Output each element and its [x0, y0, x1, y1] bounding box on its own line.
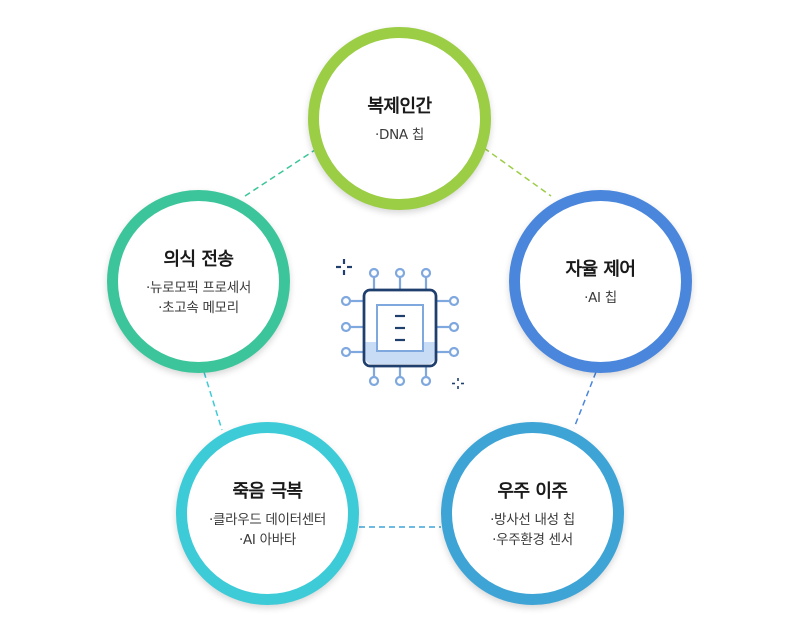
- node-title: 자율 제어: [565, 259, 636, 280]
- sparkle-icon: [452, 378, 464, 389]
- node-title: 죽음 극복: [232, 481, 303, 502]
- node-autonomy: 자율 제어 AI 칩: [509, 190, 692, 373]
- node-title: 우주 이주: [497, 481, 568, 502]
- node-title: 의식 전송: [163, 249, 234, 270]
- connector-autonomy-migration: [573, 371, 597, 429]
- node-title: 복제인간: [367, 96, 432, 117]
- node-item: 뉴로모픽 프로세서: [146, 278, 251, 298]
- node-item: DNA 칩: [375, 125, 424, 145]
- node-replication: 복제인간 DNA 칩: [308, 27, 491, 210]
- sparkle-icon: [336, 259, 352, 275]
- node-item: 초고속 메모리: [146, 298, 251, 318]
- node-item: 방사선 내성 칩: [490, 510, 575, 530]
- microchip-icon: [340, 267, 460, 387]
- node-item: 우주환경 센서: [490, 530, 575, 550]
- node-transfer: 의식 전송 뉴로모픽 프로세서 초고속 메모리: [107, 190, 290, 373]
- connector-death-transfer: [203, 371, 223, 431]
- node-item: AI 칩: [584, 288, 617, 308]
- connector-transfer-replication: [244, 147, 319, 197]
- node-death: 죽음 극복 클라우드 데이터센터 AI 아바타: [176, 422, 359, 605]
- connector-replication-autonomy: [483, 147, 552, 197]
- node-item: 클라우드 데이터센터: [209, 510, 326, 530]
- node-item: AI 아바타: [209, 530, 326, 550]
- node-migration: 우주 이주 방사선 내성 칩 우주환경 센서: [441, 422, 624, 605]
